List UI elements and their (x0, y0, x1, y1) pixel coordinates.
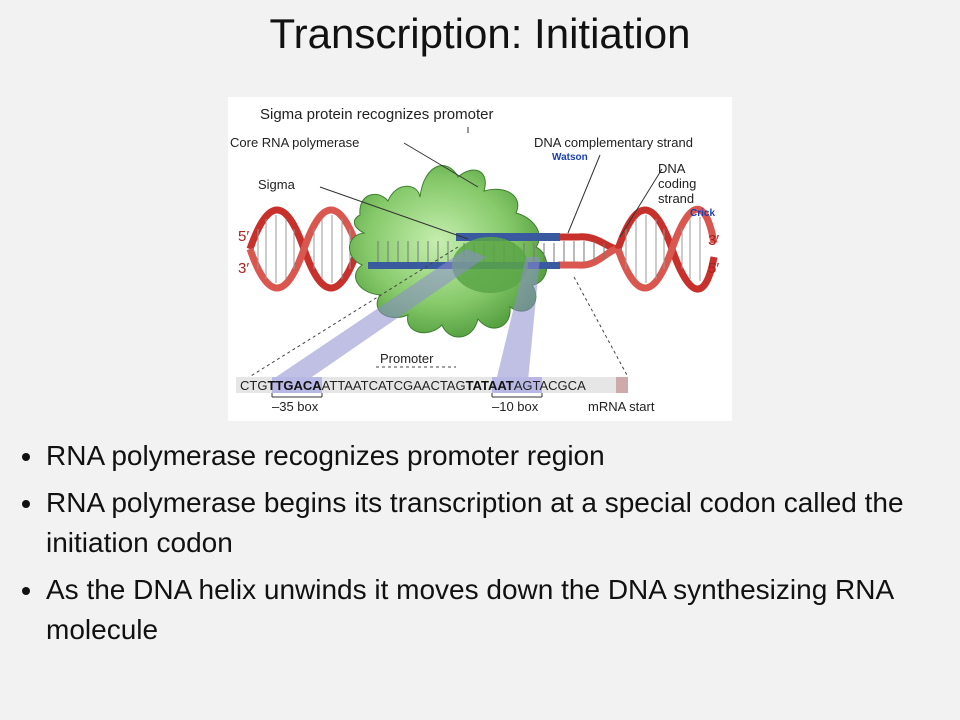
transcription-diagram: Sigma protein recognizes promoter Core R… (228, 97, 732, 421)
label-watson: Watson (552, 152, 588, 163)
promoter-beam-10 (496, 257, 540, 381)
seq-box10: TATAAT (466, 378, 514, 393)
label-box10: –10 box (492, 399, 539, 414)
bullet-list: RNA polymerase recognizes promoter regio… (22, 436, 942, 657)
seq-box35: TTGACA (267, 378, 322, 393)
label-crick: Crick (690, 208, 715, 219)
box35-highlight (272, 377, 322, 393)
label-5prime-right: 5′ (708, 260, 719, 277)
bullet-dot (22, 453, 30, 461)
dna-sequence: CTGTTGACAATTAATCATCGAACTAGTATAATAGTACGCA (240, 378, 586, 393)
dna-helix-right (558, 205, 718, 293)
label-core-polymerase: Core RNA polymerase (230, 135, 359, 150)
seq-segment-1: CTG (240, 378, 267, 393)
bullet-text: RNA polymerase recognizes promoter regio… (46, 440, 605, 471)
box10-highlight (492, 377, 542, 393)
seq-start-base: A (577, 378, 586, 393)
label-dna-complementary: DNA complementary strand (534, 135, 693, 150)
label-3prime-left: 3′ (238, 260, 249, 277)
label-promoter: Promoter (380, 351, 434, 366)
bullet-dot (22, 500, 30, 508)
bullet-text: RNA polymerase begins its transcription … (46, 487, 904, 558)
label-box35: –35 box (272, 399, 319, 414)
label-sigma: Sigma (258, 177, 296, 192)
bullet-item: RNA polymerase recognizes promoter regio… (22, 436, 942, 476)
slide-title: Transcription: Initiation (269, 10, 691, 57)
label-dna-coding-3: strand (658, 191, 694, 206)
bullet-text: As the DNA helix unwinds it moves down t… (46, 574, 893, 645)
label-dna-coding-1: DNA (658, 161, 686, 176)
bullet-item: RNA polymerase begins its transcription … (22, 483, 942, 563)
seq-segment-2: ATTAATCATCGAACTAG (322, 378, 466, 393)
seq-segment-3: AGTACGC (514, 378, 577, 393)
label-mrna-start: mRNA start (588, 399, 655, 414)
label-dna-coding-2: coding (658, 176, 696, 191)
label-sigma-recognizes: Sigma protein recognizes promoter (260, 106, 493, 123)
bullet-dot (22, 587, 30, 595)
start-base-highlight (616, 377, 628, 393)
bullet-item: As the DNA helix unwinds it moves down t… (22, 570, 942, 650)
label-5prime-left: 5′ (238, 228, 249, 245)
promoter-beam-35 (270, 249, 486, 381)
label-3prime-right: 3′ (708, 232, 719, 249)
